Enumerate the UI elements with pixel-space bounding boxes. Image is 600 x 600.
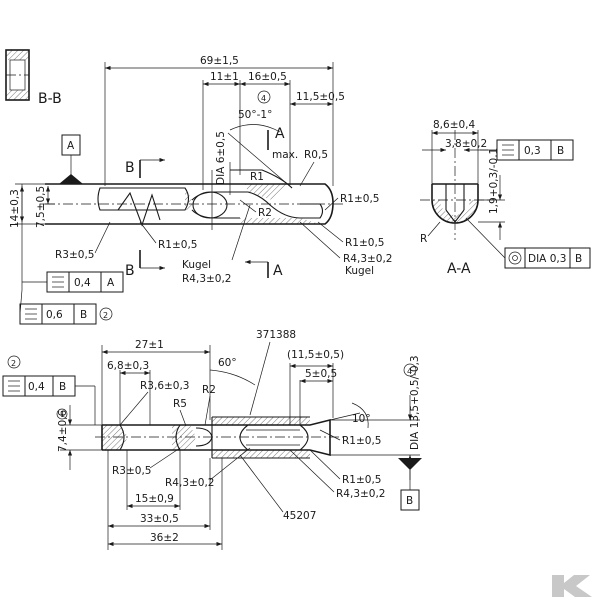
dim-11-5-bottom: (11,5±0,5) bbox=[287, 349, 344, 361]
label-r1-05-c: R1±0,5 bbox=[158, 239, 197, 251]
datum-b-label: B bbox=[406, 495, 413, 507]
note-circle-4-text: 4 bbox=[261, 94, 266, 103]
tolerance-frame-bottom: 0,4 B bbox=[2, 375, 76, 397]
cut-mark-a-top: A bbox=[275, 126, 285, 142]
dim-7-4: 7,4±0,6 bbox=[57, 409, 69, 452]
datum-b-triangle bbox=[398, 458, 422, 470]
label-r4-3-bottom-a: R4,3±0,2 bbox=[165, 477, 215, 489]
label-r5: R5 bbox=[173, 398, 187, 410]
dim-dia-13-5: DIA 13,5+0,5/-0,3 bbox=[409, 355, 421, 450]
top-view: A B B A A 69±1,5 11±1 16±0,5 11,5±0,5 4 bbox=[9, 55, 393, 325]
svg-text:B: B bbox=[557, 145, 564, 157]
dim-angle-10: 10° bbox=[352, 413, 371, 425]
dim-11-5: 11,5±0,5 bbox=[296, 91, 345, 103]
dim-5: 5±0,5 bbox=[305, 368, 337, 380]
label-r4-3-bottom-b: R4,3±0,2 bbox=[336, 488, 386, 500]
dim-36: 36±2 bbox=[150, 532, 179, 544]
bottom-view: 27±1 6,8±0,3 60° R3,6±0,3 R5 R2 371388 (… bbox=[2, 329, 422, 550]
section-bb-label: B-B bbox=[38, 91, 62, 107]
brand-logo bbox=[552, 575, 592, 597]
svg-text:A: A bbox=[107, 277, 115, 289]
label-r1-05-b: R1±0,5 bbox=[345, 237, 384, 249]
dim-11: 11±1 bbox=[210, 71, 239, 83]
part-number-45207: 45207 bbox=[283, 510, 316, 522]
dim-3-8: 3,8±0,2 bbox=[445, 138, 487, 150]
label-r3-05-bottom: R3±0,5 bbox=[112, 465, 151, 477]
label-r4-3-a: R4,3±0,2 bbox=[182, 273, 232, 285]
label-r2: R2 bbox=[258, 207, 272, 219]
label-r1-05-bottom-b: R1±0,5 bbox=[342, 474, 381, 486]
svg-text:0,6: 0,6 bbox=[46, 309, 63, 321]
dim-8-6: 8,6±0,4 bbox=[433, 119, 476, 131]
note-circle-2: 2 bbox=[11, 359, 16, 368]
label-r-aa: R bbox=[420, 233, 427, 245]
section-aa-view: 8,6±0,4 3,8±0,2 1,9+0,3/-0,1 R A-A 0,3 B bbox=[420, 119, 591, 277]
label-r1-05-bottom-a: R1±0,5 bbox=[342, 435, 381, 447]
dim-1-9: 1,9+0,3/-0,1 bbox=[488, 148, 500, 214]
svg-text:DIA 0,3: DIA 0,3 bbox=[528, 253, 566, 265]
label-r0-5: R0,5 bbox=[304, 149, 328, 161]
tolerance-frame-aa-2: DIA 0,3 B bbox=[504, 247, 591, 269]
label-r2-bottom: R2 bbox=[202, 384, 216, 396]
label-kugel-b: Kugel bbox=[345, 265, 374, 277]
label-kugel-a: Kugel bbox=[182, 259, 211, 271]
note-circle-4 bbox=[257, 90, 271, 104]
cut-mark-b-top: B bbox=[125, 160, 135, 176]
dim-6-8: 6,8±0,3 bbox=[107, 360, 149, 372]
datum-a-triangle bbox=[59, 174, 83, 184]
svg-text:B: B bbox=[59, 381, 66, 393]
svg-text:2: 2 bbox=[103, 311, 108, 320]
tolerance-frame-aa-1: 0,3 B bbox=[496, 139, 574, 161]
datum-a-label: A bbox=[67, 140, 75, 152]
dim-overall-length: 69±1,5 bbox=[200, 55, 239, 67]
section-aa-label: A-A bbox=[447, 261, 471, 277]
svg-text:0,4: 0,4 bbox=[28, 381, 45, 393]
note-circle-1: 1 bbox=[60, 410, 65, 419]
dim-dia-6: DIA 6±0,5 bbox=[215, 131, 227, 185]
section-bb-view: B-B bbox=[5, 49, 62, 107]
svg-text:B: B bbox=[575, 253, 582, 265]
part-number-371388: 371388 bbox=[256, 329, 296, 341]
tolerance-frame-top-1: 0,4 A bbox=[46, 271, 124, 293]
svg-text:0,4: 0,4 bbox=[74, 277, 91, 289]
dim-angle-50: 50°-1° bbox=[238, 109, 272, 121]
dim-height-14: 14±0,3 bbox=[9, 189, 21, 228]
dim-33: 33±0,5 bbox=[140, 513, 179, 525]
dim-angle-60: 60° bbox=[218, 357, 237, 369]
label-r1-05-a: R1±0,5 bbox=[340, 193, 379, 205]
label-r1: R1 bbox=[250, 171, 264, 183]
dim-16: 16±0,5 bbox=[248, 71, 287, 83]
dim-15: 15±0,9 bbox=[135, 493, 174, 505]
tolerance-frame-top-2: 0,6 B 2 bbox=[19, 303, 113, 325]
label-max: max. bbox=[272, 149, 298, 161]
label-r4-3-b: R4,3±0,2 bbox=[343, 253, 393, 265]
label-r3-6: R3,6±0,3 bbox=[140, 380, 190, 392]
svg-text:B: B bbox=[80, 309, 87, 321]
label-r3-05: R3±0,5 bbox=[55, 249, 94, 261]
note-circle-4-bottom: 4 bbox=[407, 367, 412, 376]
dim-height-7-5: 7,5±0,5 bbox=[35, 186, 47, 228]
dim-27: 27±1 bbox=[135, 339, 164, 351]
cut-mark-a-bottom: A bbox=[273, 263, 283, 279]
svg-text:0,3: 0,3 bbox=[524, 145, 541, 157]
cut-mark-b-bottom: B bbox=[125, 263, 135, 279]
